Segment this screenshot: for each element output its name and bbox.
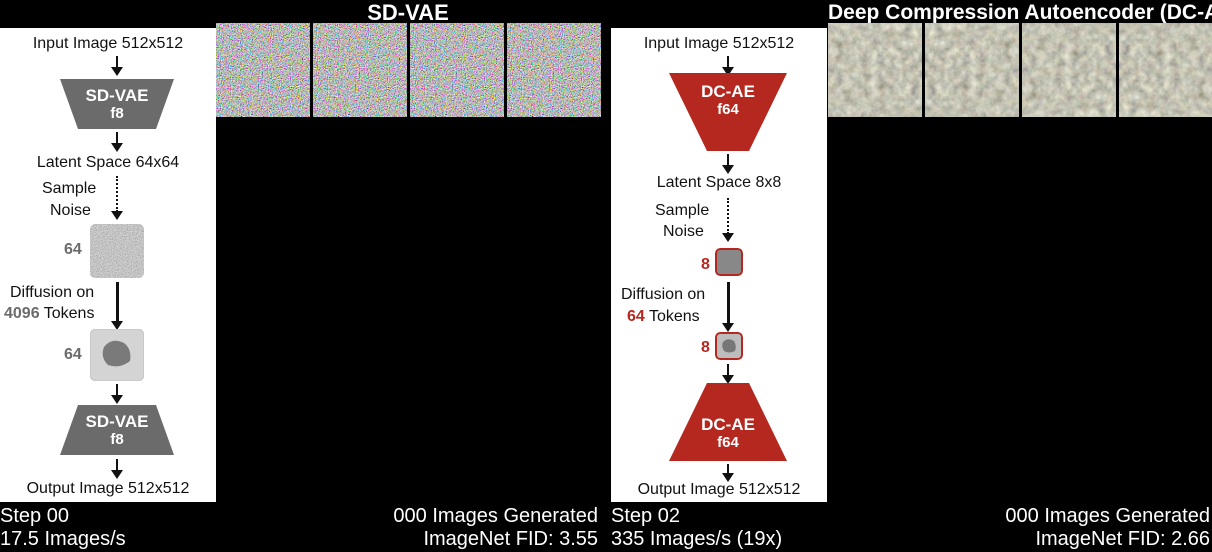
- sampling-arrow: [111, 176, 123, 220]
- encoder-factor: f8: [110, 105, 124, 123]
- dc-ae-section: Deep Compression Autoencoder (DC-AE) Inp…: [610, 0, 1212, 552]
- flow-arrow: [111, 459, 123, 479]
- result-size-label: 8: [701, 339, 710, 356]
- flow-arrow: [722, 154, 734, 174]
- noise-label: Noise: [663, 223, 704, 240]
- step-counter: Step 02: [611, 505, 680, 527]
- generated-image-tile: [828, 23, 922, 117]
- tokens-label: 64 Tokens: [627, 308, 700, 326]
- flow-arrow: [722, 464, 734, 482]
- encoder-factor: f64: [717, 101, 739, 119]
- decoder-factor: f8: [110, 431, 124, 449]
- sd-vae-section: SD-VAE Input Image 512x512 SD-VAE f8 Lat…: [0, 0, 601, 550]
- diffusion-label: Diffusion on: [10, 284, 95, 301]
- sample-label: Sample: [655, 202, 710, 219]
- section-title: Deep Compression Autoencoder (DC-AE): [828, 1, 1212, 24]
- noise-label: Noise: [50, 202, 91, 219]
- noise-size-label: 8: [701, 256, 710, 273]
- noise-latent-image: [90, 224, 144, 278]
- decoder-block: DC-AE f64: [669, 383, 787, 461]
- generated-image-tile: [216, 23, 310, 117]
- encoder-name: SD-VAE: [85, 85, 149, 105]
- fid-score-label: ImageNet FID: 3.55: [423, 528, 598, 550]
- generated-image-strip: [828, 23, 1212, 117]
- diffusion-arrow: [111, 282, 123, 330]
- encoder-name: DC-AE: [701, 81, 755, 101]
- generated-image-strip: [216, 23, 601, 117]
- section-title: SD-VAE: [367, 0, 449, 25]
- decoder-name: DC-AE: [701, 414, 755, 434]
- step-counter: Step 00: [0, 505, 69, 527]
- pipeline-diagram: Input Image 512x512 SD-VAE f8 Latent Spa…: [0, 28, 216, 502]
- noise-size-label: 64: [64, 241, 82, 258]
- generated-image-tile: [1022, 23, 1116, 117]
- flow-arrow: [111, 384, 123, 404]
- sampling-arrow: [722, 198, 734, 242]
- flow-arrow: [111, 56, 123, 76]
- tokens-label: 4096 Tokens: [4, 305, 94, 323]
- diffusion-label: Diffusion on: [621, 286, 706, 303]
- generated-image-tile: [313, 23, 407, 117]
- sample-label: Sample: [42, 180, 97, 197]
- throughput-label: 17.5 Images/s: [0, 528, 126, 550]
- output-image-label: Output Image 512x512: [637, 481, 801, 498]
- result-size-label: 64: [64, 346, 82, 363]
- output-image-label: Output Image 512x512: [26, 480, 190, 497]
- flow-arrow: [111, 132, 123, 152]
- decoder-name: SD-VAE: [85, 411, 149, 431]
- encoder-block: SD-VAE f8: [60, 79, 174, 129]
- denoised-latent-image: [90, 329, 144, 381]
- diffusion-arrow: [722, 282, 734, 332]
- tokens-suffix: Tokens: [648, 308, 700, 325]
- input-image-label: Input Image 512x512: [32, 35, 184, 52]
- latent-space-label: Latent Space 64x64: [36, 154, 180, 171]
- flow-arrow: [722, 364, 734, 384]
- decoder-block: SD-VAE f8: [60, 405, 174, 455]
- denoised-latent-image: [715, 332, 743, 360]
- input-image-label: Input Image 512x512: [643, 35, 795, 52]
- flow-arrow: [722, 56, 734, 76]
- generated-image-tile: [1119, 23, 1212, 117]
- noise-latent-image: [715, 248, 743, 276]
- latent-space-label: Latent Space 8x8: [656, 174, 782, 191]
- encoder-block: DC-AE f64: [669, 73, 787, 151]
- fid-score-label: ImageNet FID: 2.66: [1035, 528, 1210, 550]
- pipeline-diagram: Input Image 512x512 DC-AE f64 Latent Spa…: [611, 28, 827, 502]
- decoder-factor: f64: [717, 434, 739, 452]
- generated-image-tile: [410, 23, 504, 117]
- images-generated-counter: 000 Images Generated: [1005, 505, 1210, 527]
- token-count: 64: [627, 308, 645, 325]
- images-generated-counter: 000 Images Generated: [393, 505, 598, 527]
- token-count: 4096: [4, 305, 40, 322]
- throughput-label: 335 Images/s (19x): [611, 528, 783, 550]
- generated-image-tile: [507, 23, 601, 117]
- generated-image-tile: [925, 23, 1019, 117]
- tokens-suffix: Tokens: [43, 305, 95, 322]
